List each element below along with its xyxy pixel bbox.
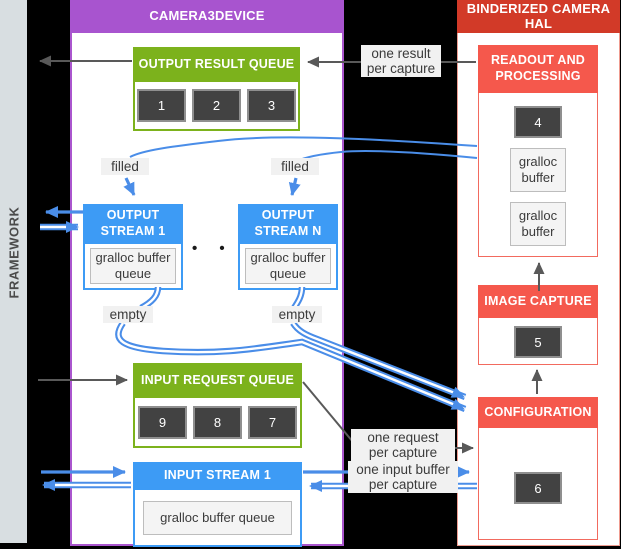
more-streams-ellipsis: • • • — [192, 240, 262, 257]
input-request-queue-body: 9 8 7 — [133, 398, 302, 448]
framework-bar: FRAMEWORK — [0, 0, 27, 543]
buffer-slot: 4 — [514, 106, 562, 138]
gralloc-buffer: gralloc buffer — [510, 148, 566, 192]
input-stream-1: INPUT STREAM 1 gralloc buffer queue — [133, 462, 302, 547]
empty-label-n: empty — [272, 306, 322, 324]
output-result-queue-title: OUTPUT RESULT QUEUE — [133, 47, 300, 82]
result-slot: 3 — [247, 89, 296, 122]
input-request-queue-title: INPUT REQUEST QUEUE — [133, 363, 302, 398]
gralloc-buffer-queue: gralloc buffer queue — [143, 500, 292, 535]
input-stream-1-title: INPUT STREAM 1 — [133, 462, 302, 490]
empty-label-1: empty — [103, 306, 153, 324]
gralloc-buffer-queue: gralloc buffer queue — [245, 248, 331, 284]
filled-label-n: filled — [271, 158, 319, 176]
image-capture: IMAGE CAPTURE 5 — [478, 285, 598, 365]
config-slot: 6 — [514, 472, 562, 504]
output-stream-n-body: gralloc buffer queue — [238, 244, 338, 290]
binderized-hal-title: BINDERIZED CAMERA HAL — [457, 0, 620, 33]
output-stream-n-title: OUTPUT STREAM N — [238, 204, 338, 244]
input-stream-1-body: gralloc buffer queue — [133, 490, 302, 547]
one-request-per-capture-label: one request per capture — [351, 429, 455, 462]
result-slot: 2 — [192, 89, 241, 122]
image-capture-body: 5 — [478, 318, 598, 365]
output-result-queue-body: 1 2 3 — [133, 82, 300, 131]
request-slot: 9 — [138, 405, 187, 439]
gralloc-buffer: gralloc buffer — [510, 202, 566, 246]
output-stream-1: OUTPUT STREAM 1 gralloc buffer queue — [83, 204, 183, 290]
one-input-buffer-per-capture-label: one input buffer per capture — [348, 461, 458, 494]
input-request-queue: INPUT REQUEST QUEUE 9 8 7 — [133, 363, 302, 448]
request-slot: 8 — [193, 405, 242, 439]
readout-and-processing: READOUT AND PROCESSING 4 gralloc buffer … — [478, 45, 598, 257]
output-stream-1-title: OUTPUT STREAM 1 — [83, 204, 183, 244]
configuration-title: CONFIGURATION — [478, 397, 598, 428]
output-result-queue: OUTPUT RESULT QUEUE 1 2 3 — [133, 47, 300, 131]
readout-body: 4 gralloc buffer gralloc buffer — [478, 93, 598, 257]
configuration: CONFIGURATION 6 — [478, 397, 598, 540]
request-slot: 7 — [248, 405, 297, 439]
output-stream-1-body: gralloc buffer queue — [83, 244, 183, 290]
filled-label-1: filled — [101, 158, 149, 176]
one-result-per-capture-label: one result per capture — [361, 45, 441, 78]
configuration-body: 6 — [478, 428, 598, 540]
gralloc-buffer-queue: gralloc buffer queue — [90, 248, 176, 284]
framework-label: FRAMEWORK — [6, 206, 22, 299]
result-slot: 1 — [137, 89, 186, 122]
camera3device-title: CAMERA3DEVICE — [70, 0, 344, 33]
image-capture-title: IMAGE CAPTURE — [478, 285, 598, 318]
capture-slot: 5 — [514, 326, 562, 358]
readout-title: READOUT AND PROCESSING — [478, 45, 598, 93]
output-stream-n: OUTPUT STREAM N gralloc buffer queue — [238, 204, 338, 290]
